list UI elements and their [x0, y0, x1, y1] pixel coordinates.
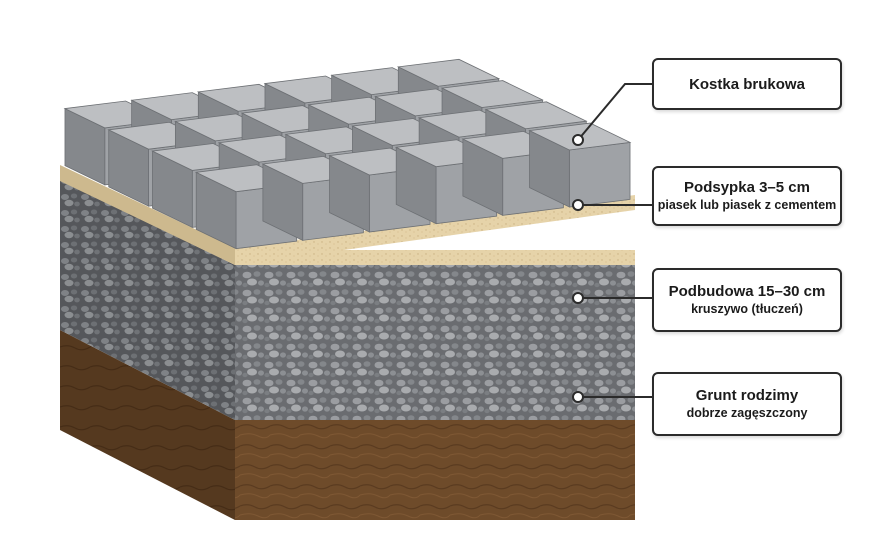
label-title: Podbudowa 15–30 cm	[668, 283, 826, 300]
soil-layer-side	[60, 330, 235, 520]
leader-dot	[572, 199, 584, 211]
label-base-layer: Podbudowa 15–30 cm kruszywo (tłuczeń)	[652, 268, 842, 332]
label-title: Grunt rodzimy	[695, 387, 799, 404]
leader-dot	[572, 292, 584, 304]
label-subtitle: piasek lub piasek z cementem	[657, 198, 837, 212]
gravel-layer-front	[235, 265, 635, 420]
paver-front-face	[568, 141, 631, 208]
label-paving-stone: Kostka brukowa	[652, 58, 842, 110]
leader-dot	[572, 391, 584, 403]
label-title: Podsypka 3–5 cm	[684, 179, 810, 196]
label-bedding-layer: Podsypka 3–5 cm piasek lub piasek z ceme…	[652, 166, 842, 226]
label-subtitle: kruszywo (tłuczeń)	[691, 302, 803, 316]
label-title: Kostka brukowa	[689, 75, 805, 93]
label-subtitle: dobrze zagęszczony	[686, 406, 808, 420]
leader-paving-stone	[577, 83, 652, 141]
gravel-layer-side	[60, 180, 235, 420]
paver-top-face	[484, 101, 588, 130]
paver-grid	[63, 58, 632, 250]
leader-dot	[572, 134, 584, 146]
paver-top-face	[440, 80, 544, 108]
leader-lines	[572, 83, 652, 403]
paver-top-face	[396, 58, 501, 87]
label-native-soil: Grunt rodzimy dobrze zagęszczony	[652, 372, 842, 436]
soil-layer-front	[235, 420, 635, 520]
sand-layer-front	[235, 195, 635, 265]
